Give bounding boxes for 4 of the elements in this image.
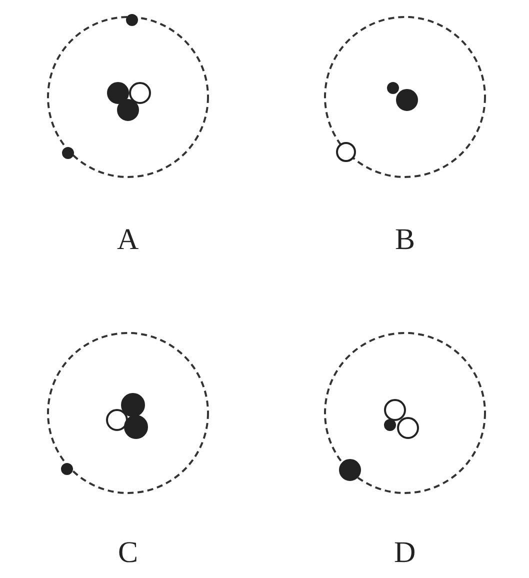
option-letter: C [118,538,138,568]
option-letter: A [117,225,139,255]
option-letter: D [394,538,416,568]
option-letter: B [395,225,416,255]
